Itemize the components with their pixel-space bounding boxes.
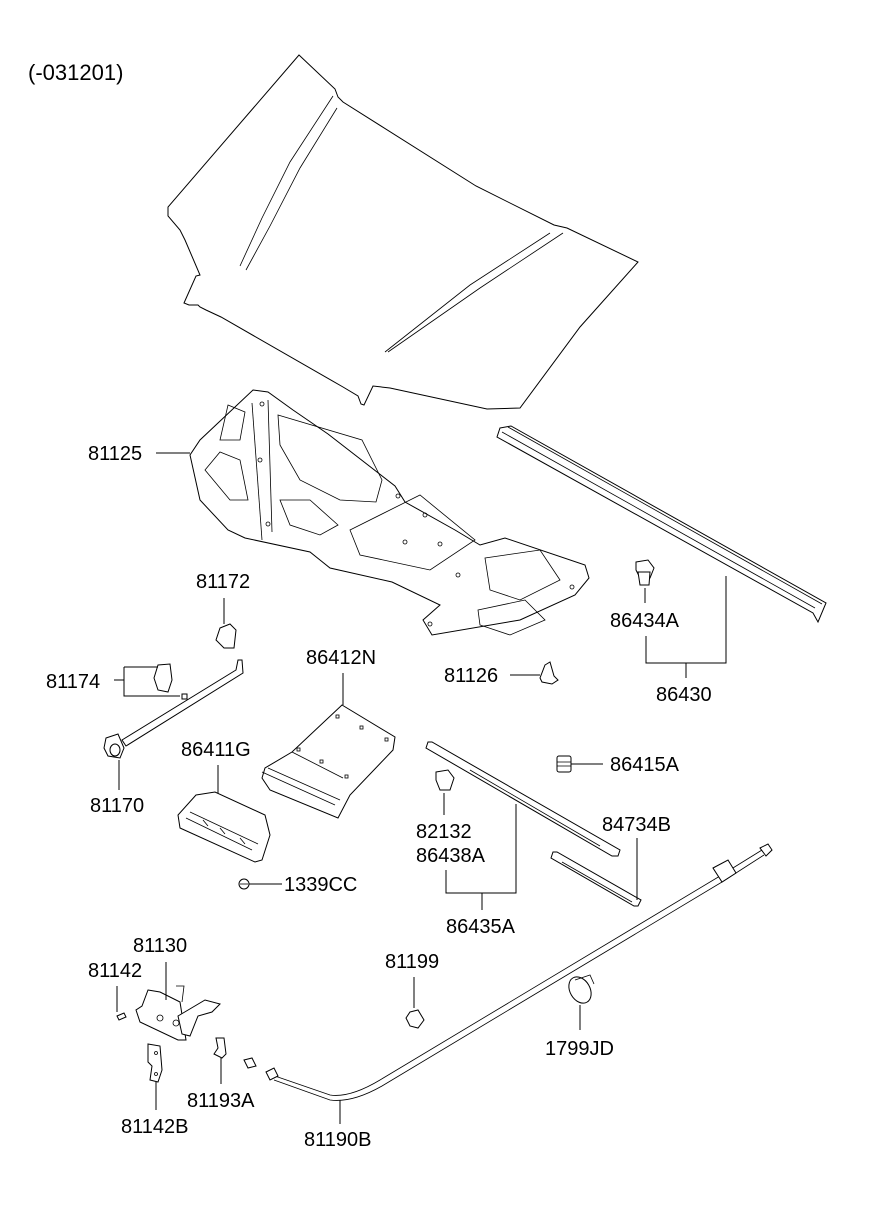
hood-panel[interactable] (167, 54, 639, 410)
callout-86415A[interactable]: 86415A (610, 754, 680, 776)
insulator-clip[interactable] (539, 661, 559, 685)
callout-86438A[interactable]: 86438A (416, 845, 486, 867)
callout-81125[interactable]: 81125 (88, 443, 142, 465)
callout-81130[interactable]: 81130 (133, 935, 187, 957)
hose-clamp[interactable] (564, 973, 595, 1007)
callout-81199[interactable]: 81199 (385, 951, 439, 973)
callout-1799JD[interactable]: 1799JD (545, 1038, 614, 1060)
hood-release-cable[interactable] (243, 843, 773, 1101)
hood-stay-rod[interactable] (103, 659, 244, 759)
stay-rod-holder[interactable] (153, 663, 188, 700)
hood-scoop[interactable] (177, 791, 271, 863)
callout-81190B[interactable]: 81190B (304, 1129, 371, 1151)
seal-strip-assembly[interactable] (425, 741, 621, 857)
seal-strip[interactable] (550, 851, 642, 907)
latch-bracket[interactable] (147, 1043, 163, 1083)
callout-84734B[interactable]: 84734B (602, 814, 671, 836)
hood-weatherstrip[interactable] (496, 425, 827, 624)
callout-86412N[interactable]: 86412N (306, 647, 376, 669)
hood-latch[interactable] (135, 985, 221, 1041)
callout-81174[interactable]: 81174 (46, 671, 100, 693)
callout-86435A[interactable]: 86435A (446, 916, 516, 938)
cable-clamp[interactable] (405, 1009, 425, 1029)
callout-82132[interactable]: 82132 (416, 821, 472, 843)
callout-1339CC[interactable]: 1339CC (284, 874, 357, 896)
cable-clip[interactable] (213, 1037, 227, 1059)
callout-81126[interactable]: 81126 (444, 665, 498, 687)
callout-86411G[interactable]: 86411G (181, 739, 251, 761)
nut[interactable] (238, 878, 250, 890)
callout-81172[interactable]: 81172 (196, 571, 250, 593)
air-intake-duct[interactable] (261, 704, 396, 819)
hood-insulator-pad[interactable] (189, 389, 590, 636)
clip-82132[interactable] (435, 769, 455, 791)
callout-81142[interactable]: 81142 (88, 960, 142, 982)
weatherstrip-clip[interactable] (635, 559, 655, 586)
callout-81142B[interactable]: 81142B (121, 1116, 188, 1138)
callout-86434A[interactable]: 86434A (610, 610, 680, 632)
stay-rod-clip[interactable] (215, 623, 237, 649)
variant-code: (-031201) (28, 60, 123, 85)
bolt[interactable] (116, 1012, 127, 1021)
callout-81193A[interactable]: 81193A (187, 1090, 255, 1112)
callout-86430[interactable]: 86430 (656, 684, 712, 706)
bumper-stop[interactable] (556, 755, 572, 773)
callout-81170[interactable]: 81170 (90, 795, 144, 817)
